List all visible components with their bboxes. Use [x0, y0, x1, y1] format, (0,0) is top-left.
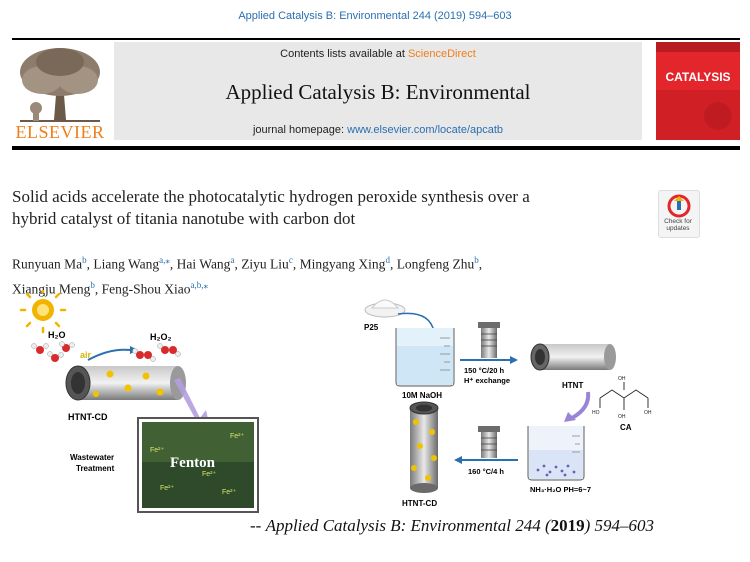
author[interactable]: Xiangju Meng: [12, 281, 91, 296]
sun-icon: [19, 290, 67, 334]
flow-arrow: [87, 348, 131, 361]
journal-homepage-link[interactable]: www.elsevier.com/locate/apcatb: [347, 124, 504, 136]
step1-arrowhead: [510, 356, 518, 364]
sciencedirect-link[interactable]: ScienceDirect: [407, 48, 476, 60]
h2o2-molecules: [132, 343, 181, 362]
nh3-label: NH₃·H₂O PH=6~7: [530, 485, 591, 494]
air-label: air: [80, 350, 92, 360]
h2o-label: H₂O: [48, 330, 66, 340]
check-for-updates-label: Check for updates: [664, 218, 692, 232]
autoclave-icon: [478, 322, 500, 358]
author[interactable]: Liang Wang: [93, 256, 160, 272]
water-molecules: [31, 341, 75, 362]
fe-label: Fe²⁺: [202, 471, 217, 478]
journal-citation-header[interactable]: Applied Catalysis B: Environmental 244 (…: [238, 10, 512, 22]
footer-citation: -- Applied Catalysis B: Environmental 24…: [250, 516, 655, 535]
step1-exchange: H⁺ exchange: [464, 376, 510, 385]
nh3-beaker: [527, 426, 585, 481]
author[interactable]: Feng-Shou Xiao: [101, 281, 191, 296]
journal-homepage-line: journal homepage: www.elsevier.com/locat…: [252, 124, 504, 136]
author[interactable]: Runyuan Ma: [12, 256, 83, 272]
journal-banner: [114, 42, 642, 140]
step2-condition: 160 °C/4 h: [468, 467, 504, 476]
publisher-name[interactable]: ELSEVIER: [15, 122, 105, 142]
cover-title: CATALYSIS: [665, 70, 731, 84]
naoh-label: 10M NaOH: [402, 391, 442, 400]
cover-art: [656, 42, 740, 140]
author-list: Runyuan Mab, Liang Wanga,⁎, Hai Wanga, Z…: [12, 250, 632, 299]
check-for-updates-icon: [667, 194, 691, 218]
htnt-tube: [530, 343, 616, 371]
htnt-cd-tube: [65, 365, 186, 401]
journal-name: Applied Catalysis B: Environmental: [225, 80, 531, 104]
author-line-2: Xiangju Mengb, Feng-Shou Xiaoa,b,⁎: [12, 279, 208, 297]
htnt-to-beaker-arrowhead: [564, 412, 576, 422]
htnt-cd-label-right: HTNT-CD: [402, 499, 437, 508]
treatment-label: Treatment: [76, 464, 115, 473]
fe-label: Fe²⁺: [150, 447, 165, 454]
fe-label: Fe²⁺: [222, 489, 237, 496]
journal-cover-thumbnail[interactable]: CATALYSIS: [656, 42, 740, 140]
p25-label: P25: [364, 323, 379, 332]
author[interactable]: Longfeng Zhu: [396, 256, 475, 272]
p25-powder: [364, 299, 406, 318]
left-schematic: H₂O air H₂O₂ HTNT-CD: [19, 290, 259, 513]
step2-arrowhead: [454, 456, 462, 464]
htnt-to-beaker-arrow: [570, 391, 591, 420]
header-rule-bottom: [12, 146, 740, 150]
ca-oh-label: OH: [644, 410, 652, 416]
ca-oh-label: OH: [618, 376, 626, 382]
fe-label: Fe²⁺: [160, 485, 175, 492]
author[interactable]: Ziyu Liu: [241, 256, 289, 272]
h2o2-label: H₂O₂: [150, 332, 172, 342]
htnt-cd-vertical-tube: [409, 401, 439, 493]
article-title: Solid acids accelerate the photocatalyti…: [12, 187, 530, 228]
contents-available-line: Contents lists available at ScienceDirec…: [280, 48, 476, 60]
htnt-label: HTNT: [562, 381, 583, 390]
ca-label: CA: [620, 423, 632, 432]
ca-oh-label: OH: [618, 414, 626, 420]
autoclave-icon: [478, 426, 500, 458]
check-for-updates-badge[interactable]: [658, 190, 700, 238]
author[interactable]: Hai Wang: [176, 256, 231, 272]
fenton-tank: [137, 417, 259, 513]
naoh-beaker: [395, 328, 455, 387]
wastewater-label: Wastewater: [70, 453, 114, 462]
author-line-1: Runyuan Mab, Liang Wanga,⁎, Hai Wanga, Z…: [12, 255, 483, 272]
citric-acid-structure: [599, 382, 649, 410]
author[interactable]: Mingyang Xing: [299, 256, 386, 272]
ca-ho-label: HO: [592, 410, 600, 416]
step1-condition: 150 °C/20 h: [464, 366, 505, 375]
header-rule-top: [12, 38, 740, 40]
elsevier-tree-logo: [10, 42, 110, 140]
fe-label: Fe²⁺: [230, 433, 245, 440]
right-synthesis-scheme: P25 10M NaOH 150 °C/20 h H⁺ exchange HTN…: [364, 299, 652, 508]
fenton-label: Fenton: [170, 455, 216, 471]
htnt-cd-label-left: HTNT-CD: [68, 412, 108, 422]
